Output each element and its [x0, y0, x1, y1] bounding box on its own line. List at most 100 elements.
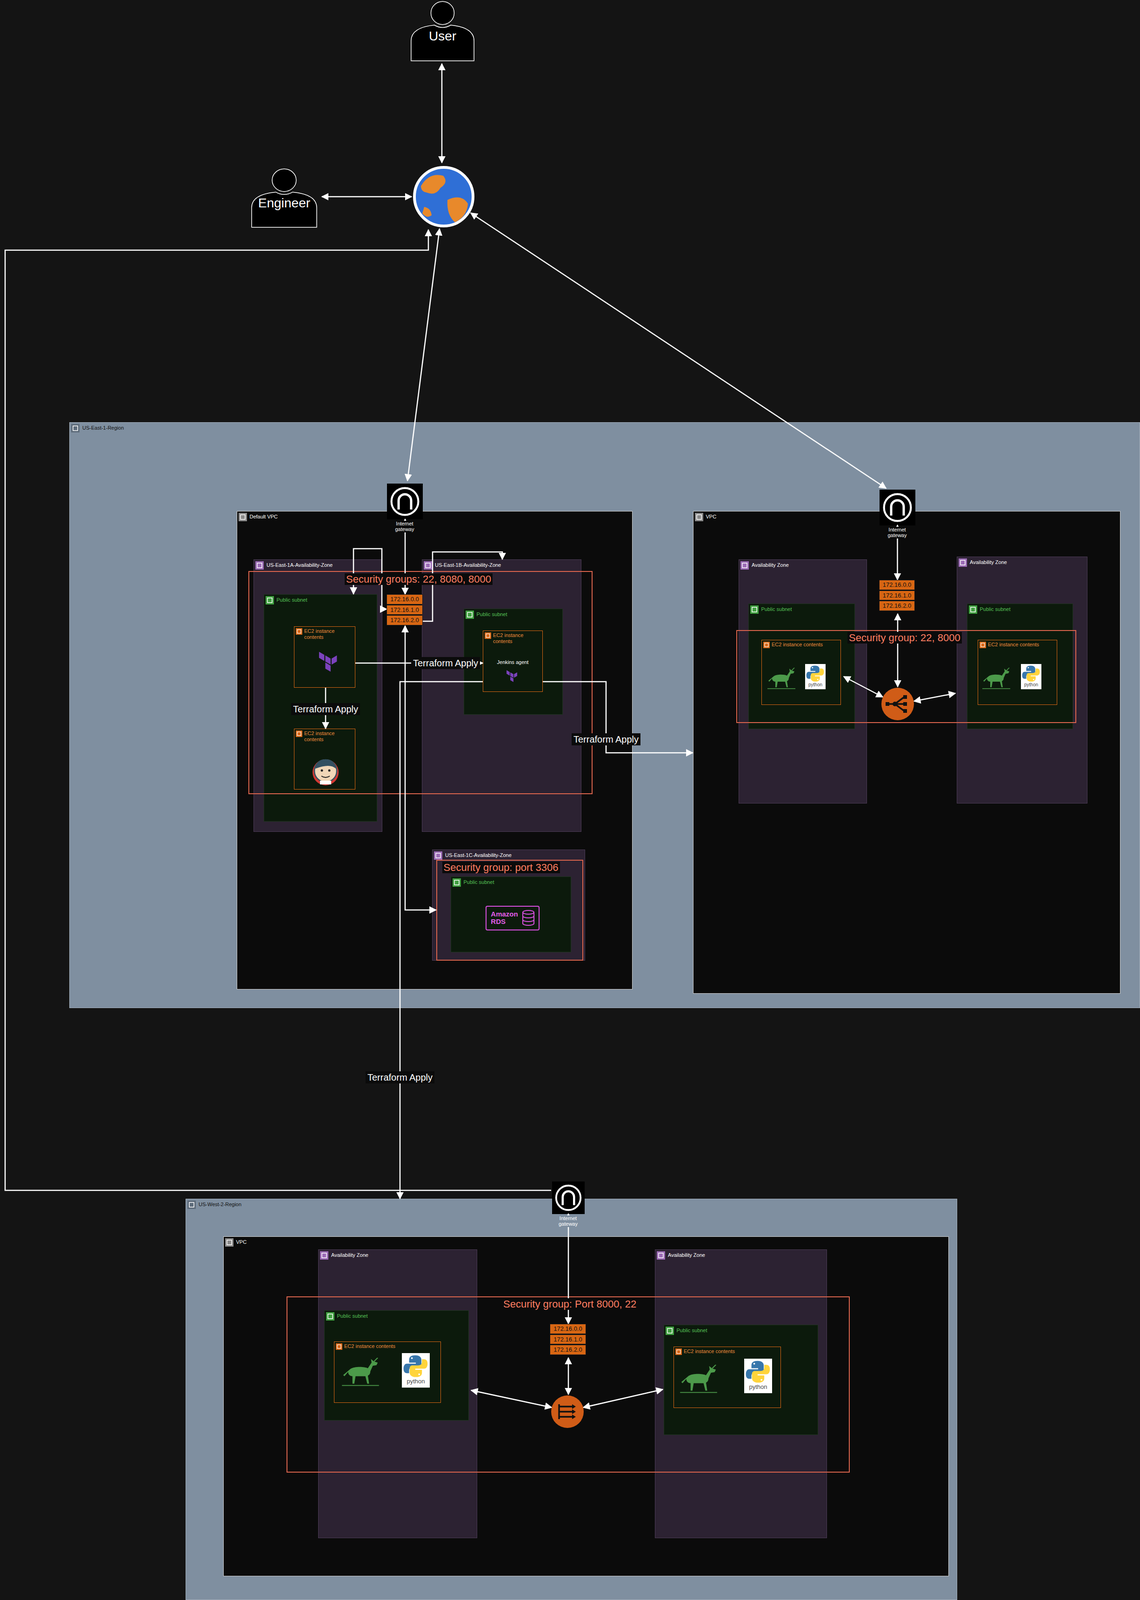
gunicorn-logo: [680, 1365, 718, 1394]
rds-database-label: Amazon RDS: [490, 910, 518, 927]
route-table: 172.16.0.0172.16.1.0172.16.2.0: [549, 1324, 586, 1356]
person-shape-label: User: [408, 28, 477, 44]
edge-label-holder: Terraform Apply: [365, 1071, 435, 1084]
icon-square: [979, 641, 987, 649]
ec2-instance: EC2 instance contents: [673, 1346, 781, 1409]
public-subnet-label: Public subnet: [761, 606, 852, 613]
group-icon: [423, 561, 433, 570]
wire: [407, 228, 440, 481]
vpc-group-label: VPC: [236, 1239, 946, 1246]
group-icon: [763, 641, 770, 649]
edge-label: Terraform Apply: [411, 657, 480, 670]
edge-label: Terraform Apply: [291, 703, 360, 716]
icon-square: [295, 628, 303, 635]
vpc-group: VPCAvailability ZonePublic subnetEC2 ins…: [693, 511, 1121, 994]
ec2-instance: EC2 instance contents: [761, 640, 841, 706]
group-icon: [238, 513, 247, 522]
group-icon: [326, 1312, 335, 1321]
connector: [404, 519, 407, 595]
icon-mark: [467, 612, 473, 618]
logo-label: python: [744, 1383, 773, 1392]
icon-square: [750, 605, 759, 614]
route-table: 172.16.0.0172.16.1.0172.16.2.0: [386, 594, 423, 627]
python-logo: [1020, 664, 1042, 690]
icon-square: [763, 641, 770, 649]
wire: [913, 693, 956, 702]
ec2-instance-label: EC2 instance contents: [344, 1343, 439, 1350]
connector: [325, 687, 327, 729]
availability-zone: US-East-1A-Availability-ZonePublic subne…: [253, 559, 383, 833]
connector: [353, 548, 387, 610]
wire: [897, 613, 899, 687]
icon-mark: [696, 514, 702, 520]
group-icon: [465, 610, 474, 620]
edge-label: Terraform Apply: [571, 733, 641, 746]
cylinder-body: [522, 912, 534, 926]
ec2-instance-label: EC2 instance contents: [304, 730, 354, 743]
icon-mark: [226, 1240, 232, 1246]
ec2-instance-label: EC2 instance contents: [987, 641, 1055, 648]
gunicorn-logo: [982, 667, 1011, 689]
availability-zone-label: US-East-1A-Availability-Zone: [266, 562, 380, 569]
icon-mark: [960, 560, 966, 566]
group-icon: [968, 605, 978, 614]
icon-mark: [980, 643, 985, 647]
connector: [400, 681, 483, 1200]
vpc-group: Default VPCUS-East-1A-Availability-ZoneP…: [236, 511, 633, 990]
group-icon: [675, 1348, 682, 1356]
icon-mark: [970, 607, 976, 613]
logo-label: python: [401, 1378, 430, 1386]
wire: [843, 676, 883, 698]
availability-zone: Availability ZonePublic subnetEC2 instan…: [318, 1249, 478, 1539]
icon-mark: [667, 1328, 673, 1334]
group-icon: [979, 641, 987, 649]
edge-label-holder: Terraform Apply: [291, 703, 360, 716]
icon-mark: [327, 1314, 333, 1320]
jenkins-logo: [312, 759, 339, 786]
route-table-label: 172.16.2.0: [549, 1345, 586, 1356]
group-icon: [740, 561, 749, 570]
gunicorn-logo: [767, 667, 796, 689]
icon-mark: [435, 853, 441, 859]
icon-mark: [297, 629, 301, 634]
group-icon: [750, 605, 759, 614]
route-table: 172.16.0.0172.16.1.0172.16.2.0: [879, 580, 915, 612]
group-icon: [484, 632, 492, 640]
security-group-label: Security group: port 3306: [442, 861, 560, 874]
icon-square: [665, 1326, 674, 1336]
icon-mark: [321, 1253, 327, 1259]
route-table-label: 172.16.2.0: [386, 615, 423, 626]
internet-gateway-label: Internet gateway: [386, 520, 423, 533]
icon-square: [423, 561, 433, 570]
edge-label: Terraform Apply: [365, 1071, 435, 1084]
icon-mark: [742, 563, 747, 568]
availability-zone: Availability ZonePublic subnetEC2 instan…: [738, 559, 867, 804]
icon-square: [484, 632, 492, 640]
icon-square: [265, 596, 274, 605]
public-subnet-label: Public subnet: [276, 597, 374, 604]
availability-zone: US-East-1C-Availability-ZoneSecurity gro…: [432, 849, 586, 961]
icon-square: [958, 558, 967, 567]
icon-square: [238, 513, 247, 522]
icon-square: [225, 1238, 234, 1247]
public-subnet-label: Public subnet: [676, 1327, 815, 1334]
ec2-instance-label: EC2 instance contents: [683, 1348, 779, 1355]
icon-mark: [486, 633, 490, 638]
route-table-label: 172.16.1.0: [879, 590, 915, 601]
internet-gateway: Internet gateway: [879, 489, 916, 526]
availability-zone-label: US-East-1C-Availability-Zone: [445, 852, 582, 859]
public-subnet-label: Public subnet: [476, 611, 560, 618]
public-subnet: Public subnetEC2 instance contents: [324, 1310, 469, 1421]
icon-mark: [425, 563, 431, 568]
person-shape: User: [408, 0, 477, 62]
group-icon: [295, 730, 303, 738]
route-table-label: 172.16.0.0: [549, 1324, 586, 1335]
region-group: US-West-2-RegionInternet gatewayVPCAvail…: [185, 1199, 958, 1600]
logo-label-holder: python: [744, 1383, 773, 1392]
connector: [896, 525, 899, 581]
icon-square: [968, 605, 978, 614]
vpc-group: VPC Availability ZonePublic subnetEC2 ins…: [223, 1236, 949, 1577]
region-group-label: US-East-1-Region: [82, 425, 1137, 432]
